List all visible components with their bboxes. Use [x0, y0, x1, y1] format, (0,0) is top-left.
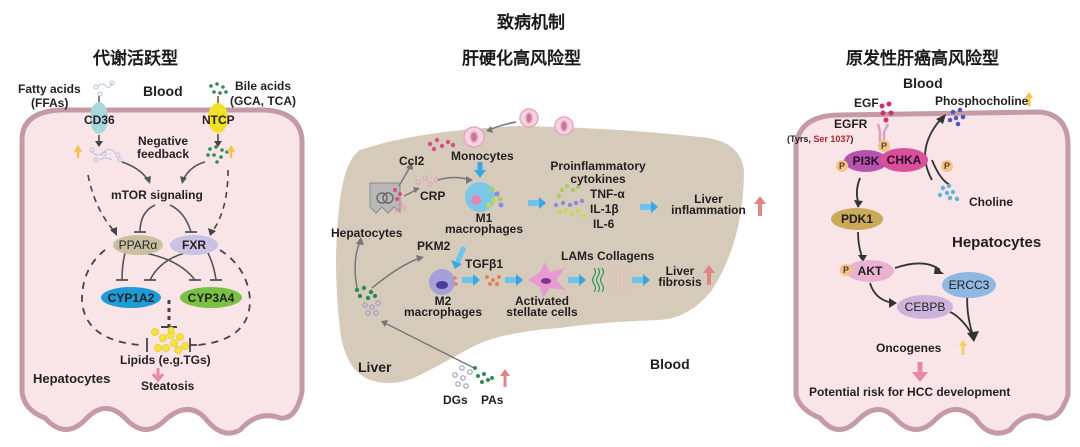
blood-label: Blood: [143, 83, 183, 99]
choline-phospho-badge: P: [941, 160, 953, 172]
pdk1-node: PDK1: [831, 208, 883, 230]
ppara-node: PPARα: [113, 235, 163, 255]
lipid-droplets: [151, 326, 189, 354]
egfr-phospho-badge: P: [878, 140, 890, 152]
phosphocholine-label: Phosphocholine: [935, 94, 1029, 108]
negative-feedback-label: Negative feedback: [128, 135, 198, 160]
gca-tca-label: (GCA, TCA): [230, 94, 296, 108]
pi3k-phospho-badge: P: [836, 160, 848, 172]
pas-label: PAs: [481, 393, 504, 407]
dgs-label: DGs: [443, 393, 468, 407]
liver-inflam-line2: inflammation: [671, 203, 746, 218]
main-title: 致病机制: [497, 13, 565, 33]
liver-inflam-line1: Liver: [694, 192, 723, 206]
proinflammatory-cytokines-label: Proinflammatory cytokines: [548, 160, 648, 185]
liver-fibrosis-label: Liver fibrosis: [650, 264, 710, 290]
fatty-acid-up-arrow: [74, 144, 82, 158]
steatosis-label: Steatosis: [141, 379, 195, 393]
liver-shape: [336, 126, 744, 384]
fatty-acids-label: Fatty acids: [18, 82, 81, 96]
ntcp-label: NTCP: [202, 113, 235, 127]
liver-fibrosis-line1: Liver: [665, 264, 695, 278]
cebpb-node: CEBPB: [897, 295, 953, 319]
pi3k-node: PI3K: [844, 150, 888, 172]
panel-cirrhosis-title: 肝硬化高风险型: [462, 49, 581, 69]
panel-hcc-title: 原发性肝癌高风险型: [846, 49, 999, 69]
cyp1a2-node: CYP1A2: [101, 287, 161, 308]
m1-line1: M1: [475, 211, 493, 225]
egfr-receptor: [876, 123, 890, 142]
fxr-node: FXR: [170, 235, 218, 255]
metabolic-cell-graphic: [19, 80, 305, 436]
il1b-label: IL-1β: [590, 202, 619, 216]
mtor-signaling-label: mTOR signaling: [111, 188, 203, 202]
ntcp-transporter: [208, 103, 228, 133]
cyp3a4-node: CYP3A4: [180, 287, 242, 308]
bile-acid-up-arrow: [227, 144, 235, 158]
liver-inflammation-label: Liver inflammation: [661, 192, 756, 218]
chka-node: CHKA: [880, 148, 928, 172]
tyrs-label: (Tyrs, Ser 1037): [787, 134, 854, 144]
il6-label: IL-6: [593, 217, 615, 231]
monocyte-cells: [463, 108, 574, 148]
bile-acids-label: Bile acids: [235, 79, 292, 93]
egfr-label: EGFR: [834, 117, 868, 131]
panel-metabolic-title: 代谢活跃型: [93, 49, 178, 69]
activated-line1: Activated: [514, 294, 570, 308]
liver-fibrosis-line2: fibrosis: [658, 275, 702, 290]
cd36-label: CD36: [84, 113, 115, 127]
monocytes-label: Monocytes: [451, 149, 514, 163]
akt-node: AKT: [846, 260, 894, 282]
oncogenes-label: Oncogenes: [876, 341, 942, 355]
lipids-label: Lipids (e.g.TGs): [120, 353, 211, 367]
pkm2-label: PKM2: [417, 239, 451, 253]
m2-line2: macrophages: [403, 305, 483, 320]
hcc-risk-label: Potential risk for HCC development: [809, 385, 1011, 399]
hepatocytes-label-hcc: Hepatocytes: [952, 234, 1042, 251]
negative-feedback-line1: Negative: [137, 134, 189, 148]
activated-line2: stellate cells: [506, 305, 578, 320]
hepatocytes-label: Hepatocytes: [33, 371, 111, 386]
tyrs-prefix: (Tyrs,: [787, 134, 814, 144]
ser-residue: Ser 1037: [813, 134, 851, 144]
blood-label-cirrhosis: Blood: [650, 356, 690, 372]
hepatocyte-cell-hcc: [793, 109, 1071, 436]
tnf-label: TNF-α: [590, 187, 625, 201]
proinflam-line1: Proinflammatory: [550, 159, 646, 173]
steatosis-arrow: [151, 368, 165, 383]
m2-macrophages-label: M2 macrophages: [403, 294, 483, 320]
liver-label: Liver: [358, 359, 392, 375]
crp-label: CRP: [420, 189, 446, 203]
choline-label: Choline: [969, 195, 1013, 209]
cd36-transporter: [90, 102, 108, 134]
ccl2-label: Ccl2: [399, 154, 425, 168]
ercc3-node: ERCC3: [942, 272, 996, 298]
negative-feedback-line2: feedback: [136, 146, 190, 161]
blood-label-hcc: Blood: [903, 75, 943, 91]
lams-collagens-label: LAMs Collagens: [561, 249, 655, 263]
tyrs-suffix: ): [850, 134, 854, 144]
egf-label: EGF: [854, 96, 879, 110]
m2-line1: M2: [434, 294, 452, 308]
m1-macrophages-label: M1 macrophages: [444, 211, 524, 237]
proinflam-line2: cytokines: [570, 171, 626, 186]
ffas-label: (FFAs): [31, 96, 69, 110]
tgfb1-label: TGFβ1: [465, 257, 503, 271]
m1-line2: macrophages: [444, 222, 524, 237]
activated-stellate-label: Activated stellate cells: [497, 294, 587, 320]
hepatocytes-label-liver: Hepatocytes: [331, 226, 403, 240]
akt-phospho-badge: P: [840, 264, 852, 276]
